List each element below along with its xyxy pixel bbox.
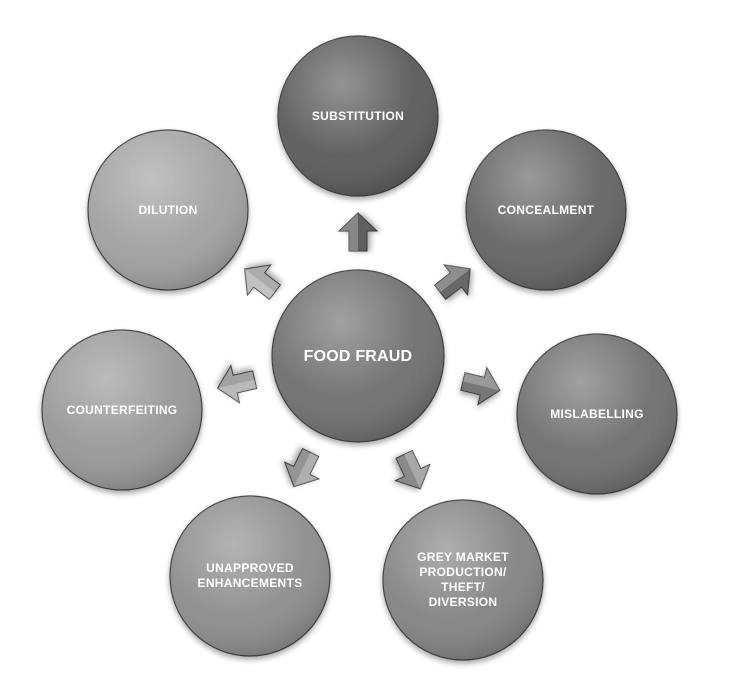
center-circle-food-fraud	[271, 269, 445, 443]
arrow-to-counterfeiting	[216, 364, 258, 404]
arrow-to-grey-market	[394, 449, 431, 490]
node-circle-dilution	[87, 129, 249, 291]
node-circle-substitution	[277, 35, 439, 197]
arrow-to-concealment	[433, 264, 471, 301]
circles-layer	[41, 35, 678, 661]
arrow-to-dilution	[244, 264, 282, 300]
arrow-to-substitution	[337, 212, 379, 252]
node-circle-concealment	[465, 129, 627, 291]
node-circle-counterfeiting	[41, 329, 203, 491]
node-circle-unapproved-enhancements	[169, 495, 331, 657]
arrow-to-unapproved-enhancements	[283, 447, 321, 488]
node-circle-grey-market	[382, 499, 544, 661]
node-circle-mislabelling	[516, 333, 678, 495]
arrow-to-mislabelling	[460, 366, 501, 406]
arrows-layer	[216, 212, 501, 490]
